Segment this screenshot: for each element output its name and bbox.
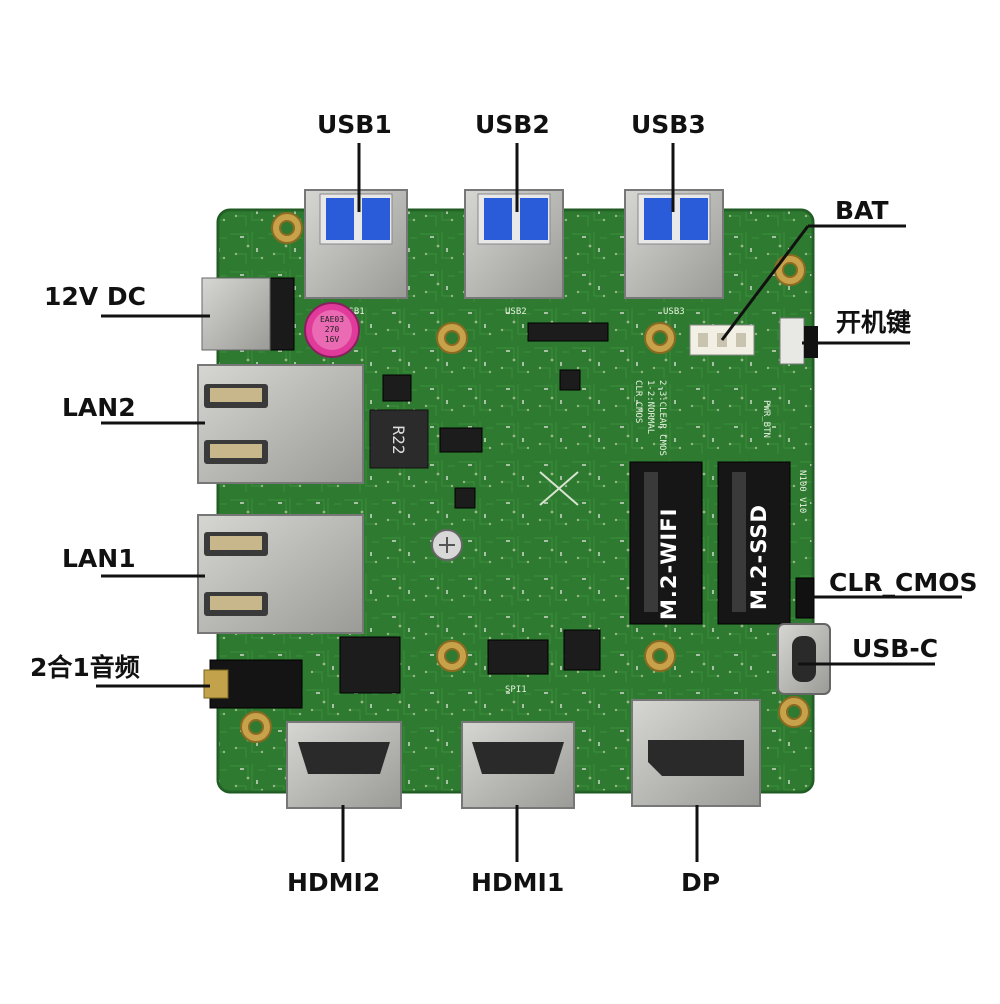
dp-label: DP bbox=[681, 868, 721, 897]
power-button bbox=[779, 317, 818, 365]
usb1-port bbox=[304, 189, 408, 299]
silk-spi: SPI1 bbox=[505, 685, 527, 695]
hdmi2-label: HDMI2 bbox=[287, 868, 381, 897]
clr-cmos-label: CLR_CMOS bbox=[829, 568, 978, 597]
svg-text:CLR_CMOS: CLR_CMOS bbox=[633, 380, 643, 423]
usb2-port bbox=[464, 189, 564, 299]
lan2-port bbox=[197, 364, 364, 484]
dc-jack bbox=[201, 277, 295, 351]
m2-ssd-text: M.2-SSD bbox=[747, 504, 771, 610]
lan2-label: LAN2 bbox=[62, 393, 136, 422]
silk-version: N100 V10 bbox=[797, 470, 807, 513]
lan1-label: LAN1 bbox=[62, 544, 136, 573]
inductor: R22 bbox=[369, 409, 429, 469]
m2-wifi-slot: M.2-WIFI bbox=[629, 461, 703, 625]
ic-chips bbox=[339, 322, 609, 694]
usbc-port bbox=[777, 623, 831, 695]
power-key-label: 开机键 bbox=[836, 308, 912, 337]
audio-jack bbox=[203, 659, 303, 709]
hdmi1-port bbox=[461, 721, 575, 809]
usb2-label: USB2 bbox=[475, 110, 550, 139]
lan1-port bbox=[197, 514, 364, 634]
m2-wifi-text: M.2-WIFI bbox=[657, 508, 681, 620]
bat-label: BAT bbox=[835, 196, 889, 225]
dc12v-label: 12V DC bbox=[44, 282, 146, 311]
usb3-label: USB3 bbox=[631, 110, 706, 139]
cpu-mark bbox=[539, 471, 579, 506]
silk-usb1: USB1 bbox=[343, 307, 365, 317]
hdmi2-port bbox=[286, 721, 402, 809]
cap-code: EAE03 bbox=[320, 315, 344, 324]
cap-voltage: 16V bbox=[325, 335, 340, 344]
silk-usb2: USB2 bbox=[505, 307, 527, 317]
hdmi1-label: HDMI1 bbox=[471, 868, 565, 897]
silk-clr-cmos-legend: CLR_CMOS 1-2:NORMAL 2-3:CLEAR CMOS bbox=[633, 380, 667, 456]
audio-label: 2合1音频 bbox=[30, 653, 140, 682]
svg-text:2-3:CLEAR CMOS: 2-3:CLEAR CMOS bbox=[657, 380, 667, 456]
inductor-label: R22 bbox=[389, 426, 408, 455]
silk-usb3: USB3 bbox=[663, 307, 685, 317]
dp-port bbox=[631, 699, 761, 807]
capacitor: EAE03 270 16V bbox=[304, 302, 360, 358]
leader-lines bbox=[96, 143, 962, 862]
m2-ssd-slot: M.2-SSD bbox=[717, 461, 791, 625]
usb1-label: USB1 bbox=[317, 110, 392, 139]
cap-value: 270 bbox=[325, 325, 340, 334]
svg-text:1-2:NORMAL: 1-2:NORMAL bbox=[645, 380, 655, 434]
usbc-label: USB-C bbox=[852, 634, 939, 663]
silk-pwr-btn: PWR_BTN bbox=[761, 400, 771, 438]
